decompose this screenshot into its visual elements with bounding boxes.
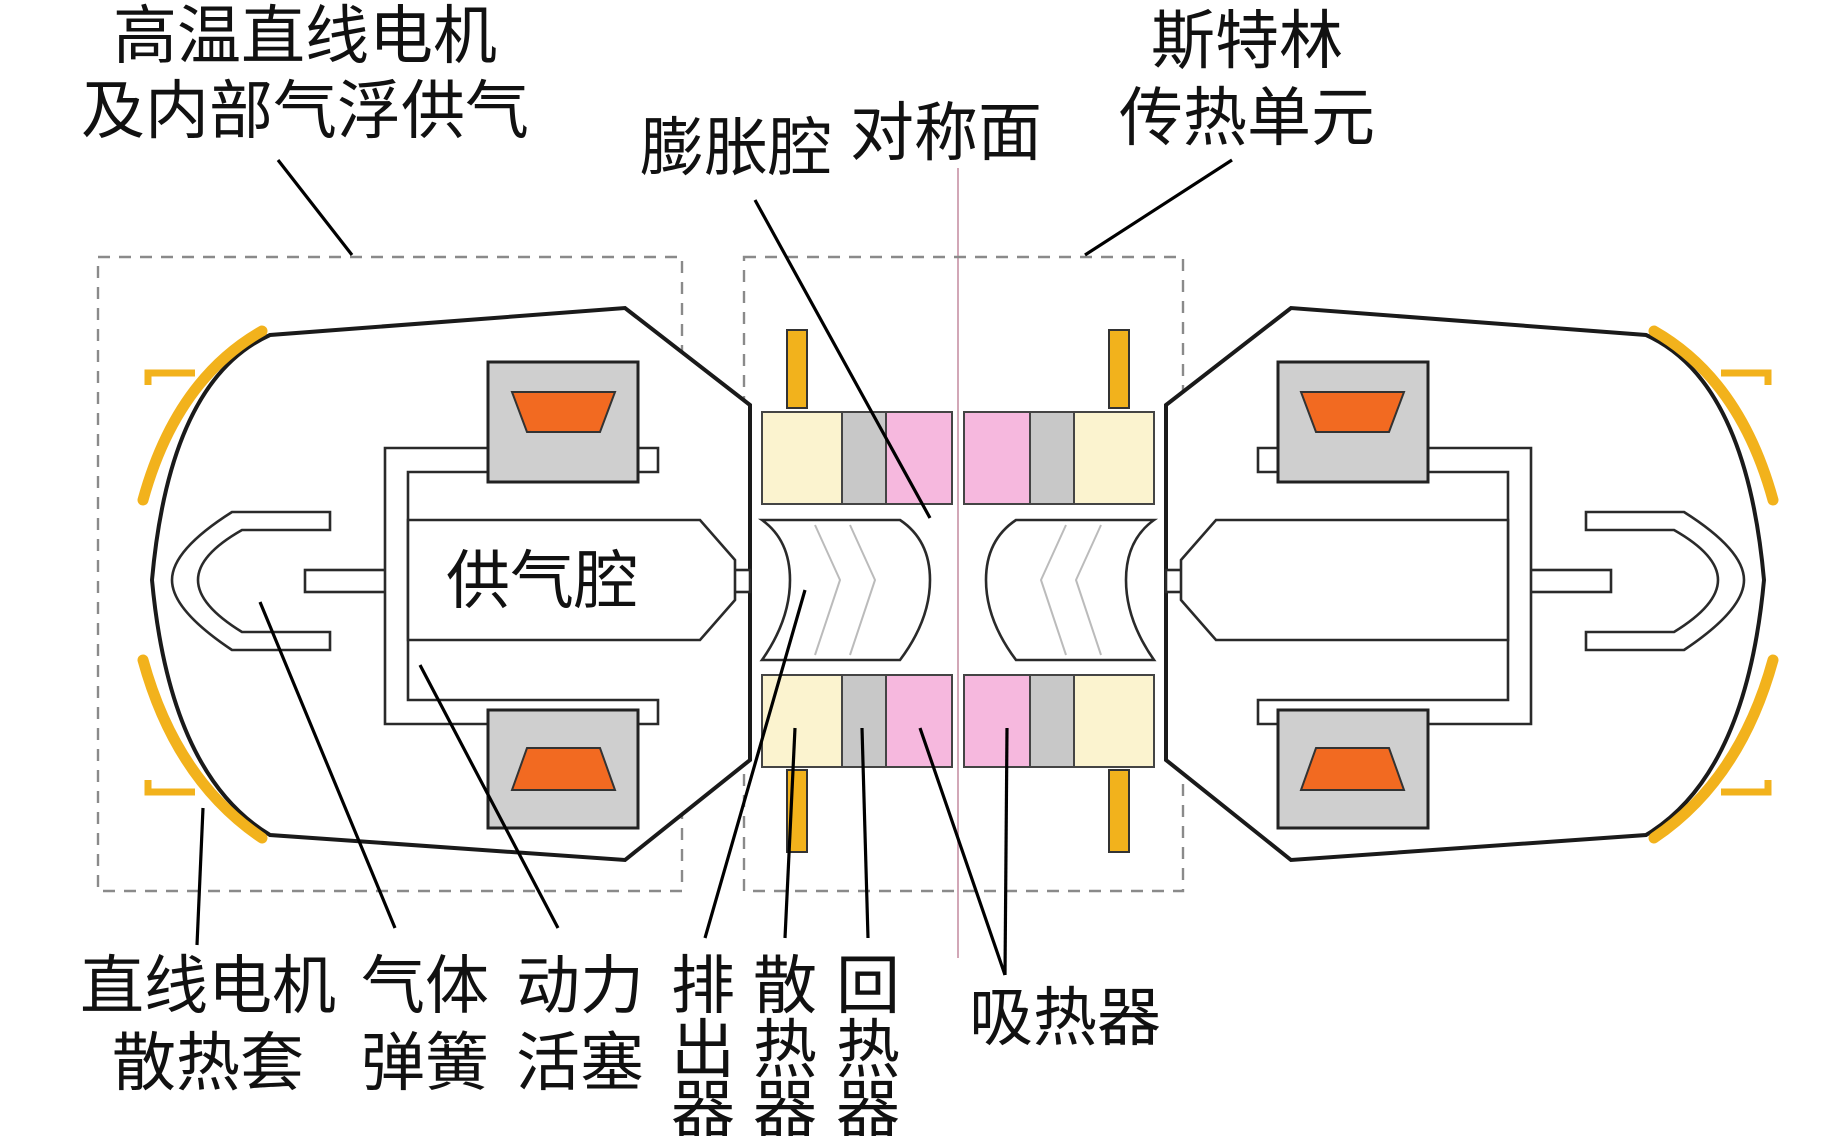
- label-motor-supply-line2: 及内部气浮供气: [81, 75, 529, 149]
- label-displacer-char2: 出: [671, 1014, 735, 1088]
- right-jacket-bracket-bottom: [1721, 780, 1772, 796]
- left-magnet-bottom: [510, 747, 617, 791]
- right-half: [963, 305, 1779, 863]
- right-magnet-bottom: [1299, 747, 1406, 791]
- label-heater: 吸热器: [969, 982, 1161, 1056]
- leader-heater-a: [918, 727, 1007, 976]
- supply-chamber-label-bg: [440, 545, 654, 617]
- right-displacer: [984, 518, 1159, 662]
- leader-cooler: [783, 727, 797, 939]
- right-flange-bottom: [1108, 769, 1130, 853]
- label-regenerator-char3: 器: [836, 1074, 900, 1136]
- label-stirling-line1: 斯特林: [1151, 5, 1343, 79]
- left-displacer: [757, 518, 932, 662]
- right-piston-inner: [1179, 518, 1510, 642]
- right-flange-top: [1108, 329, 1130, 409]
- right-heat-jacket-lower: [1648, 654, 1779, 844]
- label-expansion-chamber: 膨胀腔: [640, 112, 832, 186]
- right-cooler-top: [1073, 411, 1155, 505]
- label-gas-spring-line1: 气体: [361, 950, 489, 1024]
- leader-regenerator: [860, 727, 870, 939]
- label-power-piston-line2: 活塞: [516, 1027, 644, 1101]
- left-cooler-top: [761, 411, 843, 505]
- label-gas-spring-line2: 弹簧: [361, 1027, 489, 1101]
- leader-gas-spring: [258, 601, 397, 929]
- label-heat-sink-jacket-line1: 直线电机: [80, 950, 336, 1024]
- left-power-piston-upper: [383, 446, 660, 726]
- label-cooler-char2: 热: [753, 1014, 817, 1088]
- right-regenerator-top: [1029, 411, 1075, 505]
- left-heat-jacket-lower: [137, 654, 268, 844]
- right-displacer-chevrons: [1039, 524, 1102, 656]
- leader-heat-sink-jacket: [195, 807, 205, 946]
- right-cooler-bottom: [1073, 674, 1155, 768]
- leader-power-piston: [418, 664, 560, 929]
- left-heat-jacket-upper: [137, 325, 268, 506]
- leader-displacer: [703, 589, 807, 939]
- label-regenerator-char2: 热: [836, 1014, 900, 1088]
- leader-stirling: [1084, 158, 1233, 257]
- right-gas-spring-cup: [1584, 510, 1746, 652]
- right-heat-jacket-upper: [1648, 325, 1779, 506]
- left-gas-spring-cup: [170, 510, 332, 652]
- left-heater-bottom: [885, 674, 953, 768]
- label-supply-chamber: 供气腔: [446, 545, 638, 619]
- right-power-piston: [1256, 446, 1533, 726]
- label-stirling-line2: 传热单元: [1119, 82, 1375, 156]
- label-symmetry-plane: 对称面: [850, 97, 1042, 171]
- right-heater-top: [963, 411, 1031, 505]
- label-cooler-char1: 散: [753, 950, 817, 1024]
- label-regenerator-char1: 回: [836, 950, 900, 1024]
- right-heater-bottom: [963, 674, 1031, 768]
- left-cooler-bottom: [761, 674, 843, 768]
- label-cooler-char3: 器: [753, 1074, 817, 1136]
- right-magnet-top: [1299, 391, 1406, 433]
- left-jacket-bracket-bottom: [144, 780, 195, 796]
- left-flange-top: [786, 329, 808, 409]
- left-displacer-chevrons: [814, 524, 877, 656]
- right-jacket-bracket-top: [1721, 369, 1772, 385]
- label-power-piston-line1: 动力: [516, 950, 644, 1024]
- leader-motor-supply: [276, 159, 354, 256]
- label-motor-supply-line1: 高温直线电机: [113, 0, 497, 74]
- label-heat-sink-jacket-line2: 散热套: [112, 1027, 304, 1101]
- right-regenerator-bottom: [1029, 674, 1075, 768]
- left-magnet-top: [510, 391, 617, 433]
- label-displacer-char3: 器: [671, 1074, 735, 1136]
- label-displacer-char1: 排: [671, 950, 735, 1024]
- leader-heater-b: [1003, 727, 1009, 976]
- left-jacket-bracket-top: [144, 369, 195, 385]
- leader-expansion-chamber: [753, 199, 932, 519]
